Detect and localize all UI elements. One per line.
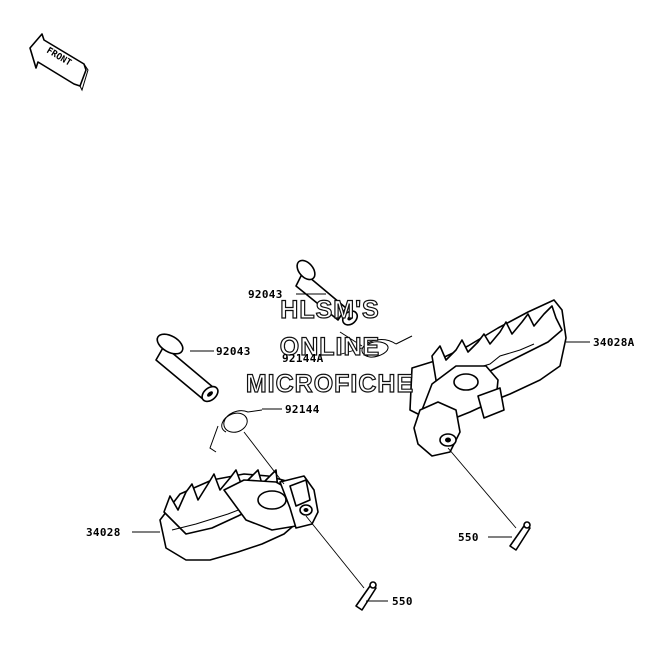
front-arrow-icon: FRONT [29, 33, 89, 92]
cotter-pin-right [509, 521, 531, 551]
footpeg-right [409, 299, 567, 457]
cotter-pin-left [355, 581, 377, 611]
footpeg-left [159, 469, 319, 561]
pin-upper [295, 259, 359, 326]
spring-right [339, 331, 413, 358]
watermark-line-2: ONLINE [280, 333, 380, 361]
spring-left [209, 409, 263, 453]
callout-92144: 92144 [285, 403, 320, 416]
callout-550-right: 550 [458, 531, 479, 544]
callout-92144A: 92144A [282, 352, 324, 365]
callout-550-left: 550 [392, 595, 413, 608]
callout-34028: 34028 [86, 526, 121, 539]
callout-92043-lower: 92043 [216, 345, 251, 358]
watermark: HLSM'S ONLINE MICROFICHE [245, 295, 414, 398]
watermark-line-1: HLSM'S [280, 296, 379, 324]
watermark-line-3: MICROFICHE [246, 370, 414, 398]
callouts: 92043 92043 92144A 92144 34028A 34028 55… [86, 288, 635, 608]
callout-92043-upper: 92043 [248, 288, 283, 301]
pin-lower [155, 333, 219, 403]
callout-34028A: 34028A [593, 336, 635, 349]
leader-lines [132, 293, 590, 602]
